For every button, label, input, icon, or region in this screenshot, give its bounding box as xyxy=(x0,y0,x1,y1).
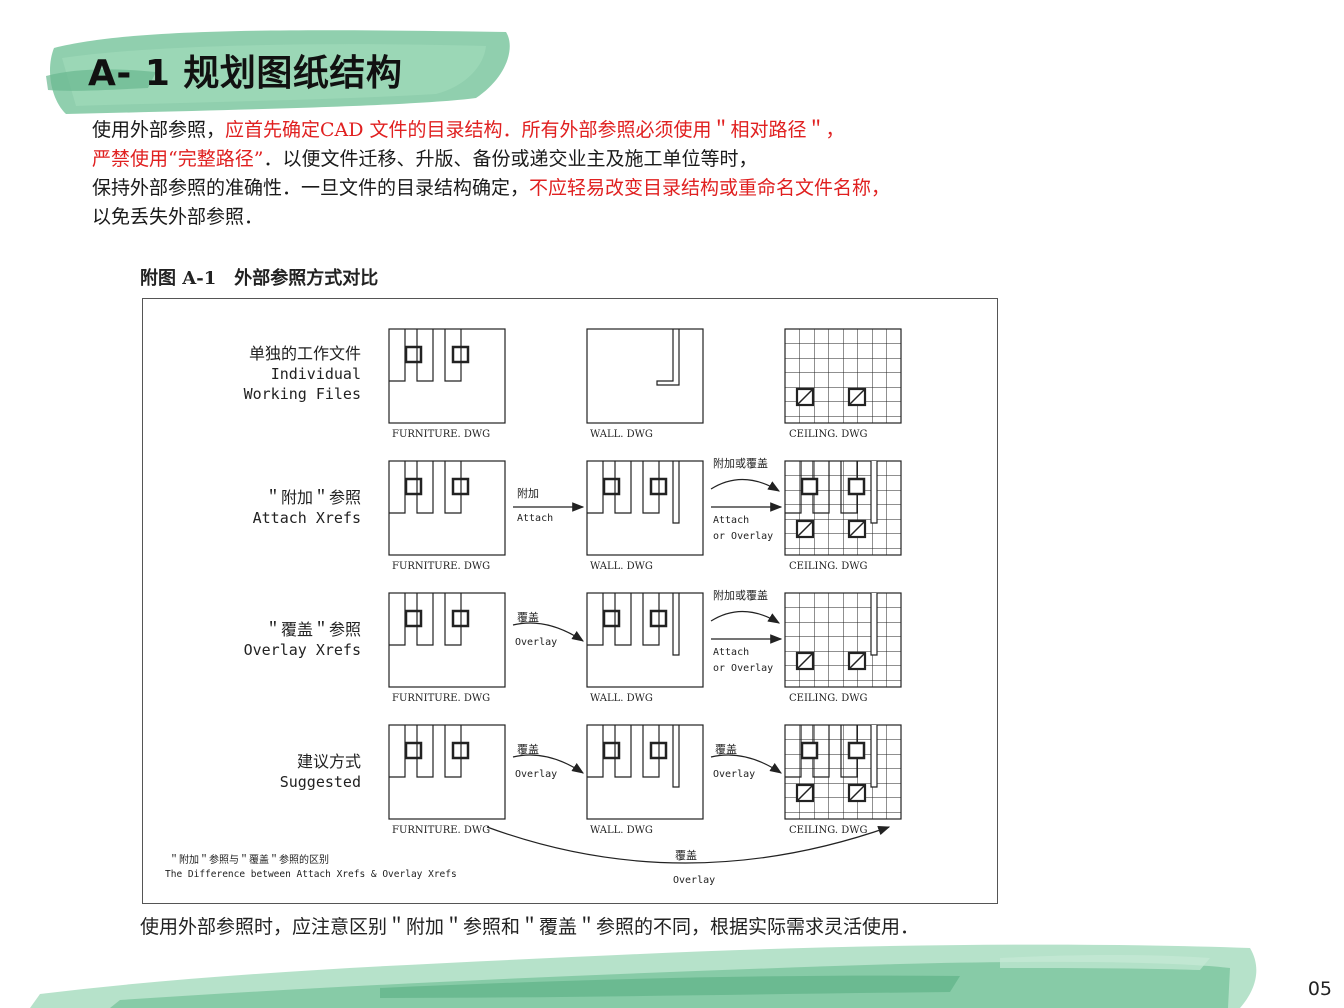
row-3-label-en: Overlay Xrefs xyxy=(244,641,361,659)
overlay-label-en: Overlay xyxy=(515,637,557,648)
attach-label-zh: 附加 xyxy=(517,486,539,500)
row-4-drawings: FURNITURE. DWG 覆盖 Overlay WALL. DWG 覆盖 O… xyxy=(388,724,902,886)
ceiling-drawing xyxy=(784,724,902,820)
wall-drawing xyxy=(586,724,704,820)
wall-drawing xyxy=(586,460,704,556)
row-1-drawings: FURNITURE. DWG WALL. DWG CEILING. DWG xyxy=(388,328,902,440)
intro-line-4: 以免丢失外部参照． xyxy=(92,203,1152,232)
intro-highlight: 不应轻易改变目录结构或重命名文件名称， xyxy=(529,177,891,199)
row-4-label-zh: 建议方式 xyxy=(297,752,361,771)
page-title: A- 1 规划图纸结构 xyxy=(88,53,403,94)
row-4-label-en: Suggested xyxy=(280,773,361,791)
row-1-label-zh: 单独的工作文件 xyxy=(249,344,361,363)
row-2-label-zh: ＂附加＂参照 xyxy=(265,488,361,507)
furniture-drawing xyxy=(388,724,506,820)
ceiling-file-label: CEILING. DWG xyxy=(789,561,868,572)
attach-or-overlay-label-en2: or Overlay xyxy=(713,663,773,674)
overlay-curved-arrow xyxy=(512,754,584,774)
attach-or-overlay-label-en2: or Overlay xyxy=(713,531,773,542)
overlay-curved-arrow xyxy=(710,610,781,624)
xref-comparison-figure: 单独的工作文件 Individual Working Files ＂附加＂参照 … xyxy=(142,298,998,904)
furniture-file-label: FURNITURE. DWG xyxy=(392,429,490,440)
overlay-label-en: Overlay xyxy=(515,769,557,780)
ceiling-file-label: CEILING. DWG xyxy=(789,825,868,836)
row-2-label-en: Attach Xrefs xyxy=(253,509,361,527)
intro-text: 使用外部参照， xyxy=(92,119,226,141)
attach-or-overlay-label-zh: 附加或覆盖 xyxy=(713,588,768,602)
ceiling-drawing xyxy=(784,328,902,424)
wall-drawing xyxy=(586,592,704,688)
intro-highlight: 严禁使用“完整路径” xyxy=(92,148,264,170)
furniture-drawing xyxy=(388,592,506,688)
figure-footnote-en: The Difference between Attach Xrefs & Ov… xyxy=(165,869,457,880)
row-3-label-zh: ＂覆盖＂参照 xyxy=(265,620,361,639)
furniture-file-label: FURNITURE. DWG xyxy=(392,693,490,704)
overlay-label-zh: 覆盖 xyxy=(715,742,737,756)
overlay-curved-arrow xyxy=(710,754,782,774)
intro-line-2: 严禁使用“完整路径”．以便文件迁移、升版、备份或递交业主及施工单位等时， xyxy=(92,145,1152,174)
figure-footnote-zh: ＂附加＂参照与＂覆盖＂参照的区别 xyxy=(169,853,329,866)
wall-drawing xyxy=(586,328,704,424)
row-1-label-en2: Working Files xyxy=(244,385,361,403)
figure-caption: 附图 A-1 外部参照方式对比 xyxy=(140,268,379,289)
overlay-label-zh: 覆盖 xyxy=(675,848,697,862)
overlay-label-en: Overlay xyxy=(673,875,715,886)
title-brush-decoration xyxy=(46,30,510,114)
attach-or-overlay-label-en: Attach xyxy=(713,647,749,658)
wall-file-label: WALL. DWG xyxy=(590,693,653,704)
ceiling-drawing xyxy=(784,592,902,688)
row-3-drawings: FURNITURE. DWG 覆盖 Overlay WALL. DWG 附加或覆… xyxy=(388,588,902,704)
intro-highlight: 应首先确定CAD 文件的目录结构．所有外部参照必须使用＂相对路径＂， xyxy=(225,119,845,141)
overlay-label-zh: 覆盖 xyxy=(517,742,539,756)
page-number: 05 xyxy=(1307,978,1332,1000)
wall-file-label: WALL. DWG xyxy=(590,561,653,572)
attach-label-en: Attach xyxy=(517,513,553,524)
overlay-label-zh: 覆盖 xyxy=(517,610,539,624)
wall-file-label: WALL. DWG xyxy=(590,825,653,836)
intro-line-1: 使用外部参照，应首先确定CAD 文件的目录结构．所有外部参照必须使用＂相对路径＂… xyxy=(92,116,1152,145)
overlay-long-arrow xyxy=(486,826,891,864)
overlay-curved-arrow xyxy=(710,478,781,492)
furniture-file-label: FURNITURE. DWG xyxy=(392,561,490,572)
wall-file-label: WALL. DWG xyxy=(590,429,653,440)
overlay-label-en: Overlay xyxy=(713,769,755,780)
row-labels: 单独的工作文件 Individual Working Files ＂附加＂参照 … xyxy=(244,344,361,791)
ceiling-drawing xyxy=(784,460,902,556)
intro-text: ．以便文件迁移、升版、备份或递交业主及施工单位等时， xyxy=(263,148,758,170)
furniture-file-label: FURNITURE. DWG xyxy=(392,825,490,836)
intro-text: 保持外部参照的准确性．一旦文件的目录结构确定， xyxy=(92,177,530,199)
intro-text: 以免丢失外部参照． xyxy=(92,206,264,228)
row-2-drawings: FURNITURE. DWG 附加 Attach WALL. DWG 附加或覆盖… xyxy=(388,456,902,572)
attach-or-overlay-label-zh: 附加或覆盖 xyxy=(713,456,768,470)
ceiling-file-label: CEILING. DWG xyxy=(789,429,868,440)
attach-or-overlay-label-en: Attach xyxy=(713,515,749,526)
footer-brush-decoration xyxy=(30,944,1257,1008)
row-1-label-en: Individual xyxy=(271,365,361,383)
figure-diagram: 单独的工作文件 Individual Working Files ＂附加＂参照 … xyxy=(165,328,902,886)
intro-line-3: 保持外部参照的准确性．一旦文件的目录结构确定，不应轻易改变目录结构或重命名文件名… xyxy=(92,174,1152,203)
bottom-note: 使用外部参照时，应注意区别＂附加＂参照和＂覆盖＂参照的不同，根据实际需求灵活使用… xyxy=(140,916,920,938)
ceiling-file-label: CEILING. DWG xyxy=(789,693,868,704)
furniture-drawing xyxy=(388,328,506,424)
intro-paragraph: 使用外部参照，应首先确定CAD 文件的目录结构．所有外部参照必须使用＂相对路径＂… xyxy=(92,116,1152,232)
overlay-curved-arrow xyxy=(512,622,584,642)
furniture-drawing xyxy=(388,460,506,556)
